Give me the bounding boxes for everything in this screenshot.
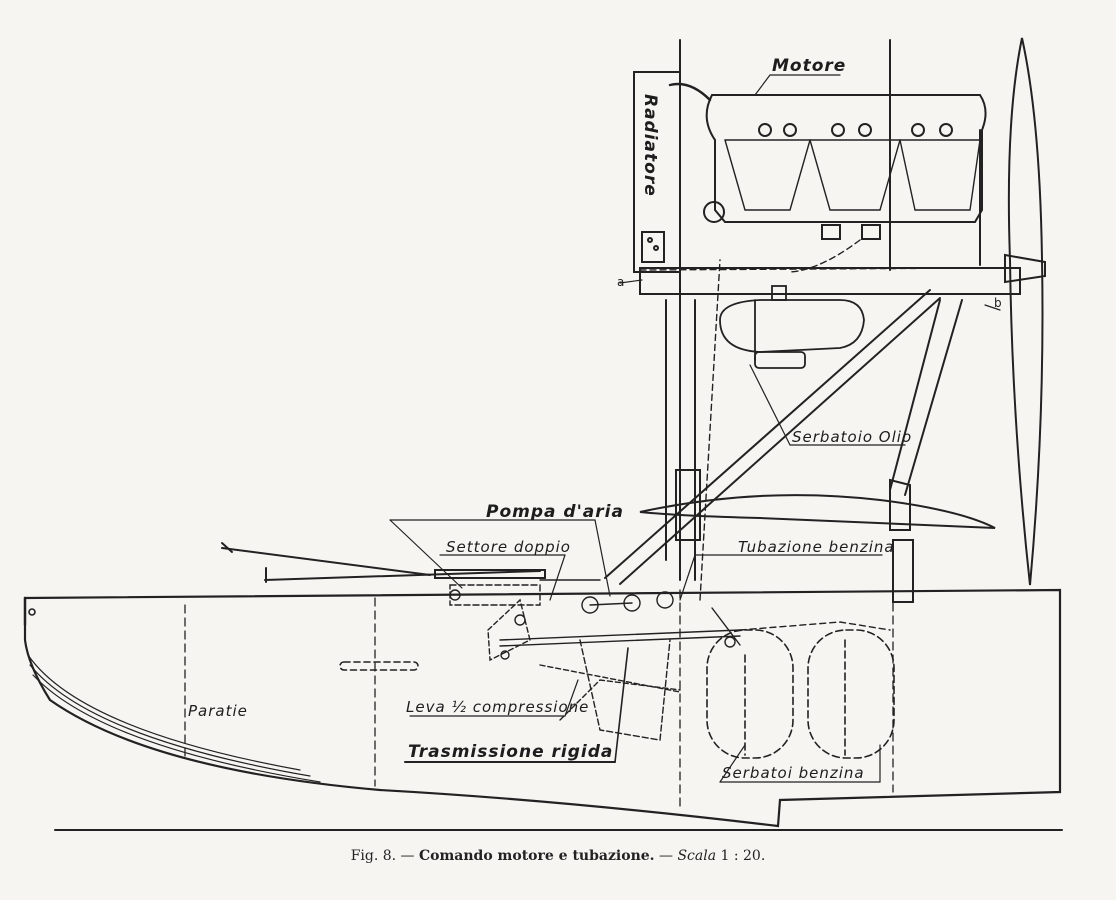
propeller-hub (1004, 253, 1046, 284)
marker-b: b (994, 296, 1003, 310)
label-settore-doppio: Settore doppio (446, 538, 571, 556)
caption-scale-word: Scala (677, 848, 717, 864)
deck-fittings (221, 542, 546, 583)
fuel-tanks (706, 629, 895, 759)
caption-dash-2: — (654, 848, 678, 864)
label-serbatoi-benzina: Serbatoi benzina (722, 764, 865, 782)
label-tubazione-benzina: Tubazione benzina (738, 538, 895, 556)
caption-dash-1: — (396, 848, 420, 864)
oil-tank (719, 285, 865, 369)
propeller (1007, 37, 1044, 586)
label-trasmissione-rigida: Trasmissione rigida (408, 742, 614, 762)
hull-pipe (339, 661, 419, 671)
label-leva-compressione: Leva ½ compressione (406, 698, 590, 716)
label-pompa-aria: Pompa d'aria (486, 502, 624, 522)
bulkheads (184, 589, 894, 811)
control-mechanism (449, 579, 741, 741)
label-radiatore: Radiatore (640, 94, 660, 197)
engine (668, 82, 987, 240)
caption-fig: Fig. 8. (350, 848, 397, 864)
figure-caption: Fig. 8. — Comando motore e tubazione. — … (0, 848, 1116, 864)
engine-bearer (639, 267, 1021, 295)
lower-wing (639, 494, 996, 529)
label-motore: Motore (772, 56, 847, 76)
marker-a: a (617, 275, 626, 289)
hull (23, 588, 1062, 828)
caption-scale-value: 1 : 20. (716, 848, 766, 864)
radiator (633, 71, 681, 273)
label-paratie: Paratie (188, 702, 248, 720)
leader-lines (389, 74, 1001, 783)
label-serbatoio-olio: Serbatoio Olio (792, 428, 913, 446)
caption-title: Comando motore e tubazione. (419, 848, 655, 864)
